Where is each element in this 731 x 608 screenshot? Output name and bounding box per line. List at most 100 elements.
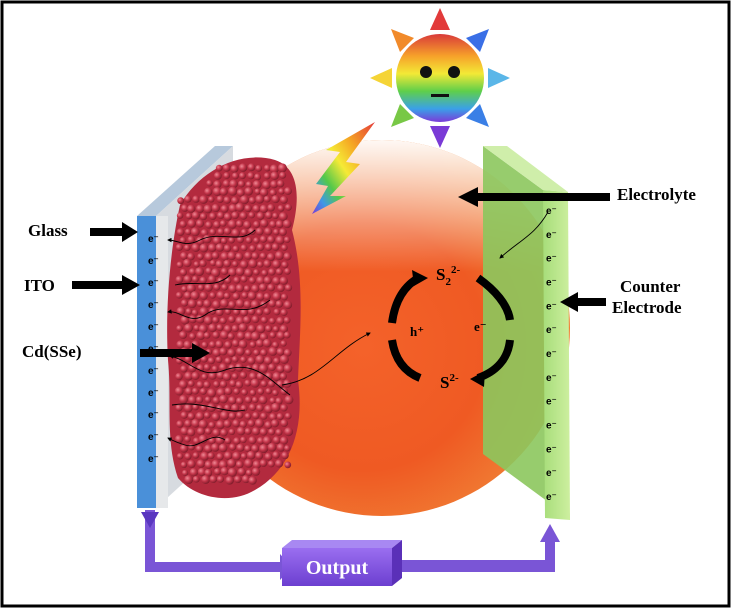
cdsse-bead [179, 330, 188, 340]
cdsse-bead [235, 252, 244, 261]
cdsse-bead [189, 468, 199, 477]
cdsse-bead [208, 323, 217, 333]
cdsse-bead [228, 284, 238, 293]
cdsse-bead [225, 475, 234, 485]
cdsse-bead [179, 268, 188, 276]
cdsse-bead [247, 419, 255, 427]
cdsse-bead [213, 171, 222, 180]
cdsse-bead [274, 250, 285, 261]
cdsse-bead [259, 443, 269, 454]
cdsse-bead [266, 252, 276, 262]
cdsse-bead [275, 220, 284, 229]
cdsse-bead [280, 404, 288, 412]
ito-electron: e⁻ [148, 432, 159, 443]
cdsse-bead [236, 188, 245, 197]
cdsse-bead [259, 188, 269, 197]
cdsse-bead [239, 172, 246, 180]
cdsse-bead [188, 267, 197, 276]
cdsse-bead [256, 372, 265, 381]
cdsse-bead [208, 340, 217, 349]
cdsse-bead [281, 244, 288, 251]
cdsse-bead [180, 426, 189, 436]
cdsse-bead [283, 300, 293, 310]
cdsse-bead [184, 195, 192, 203]
cdsse-bead [239, 211, 248, 220]
cdsse-bead [199, 291, 208, 300]
cdsse-bead [213, 467, 222, 476]
cdsse-bead [254, 188, 261, 195]
cdsse-bead [176, 212, 184, 219]
cdsse-bead [181, 285, 188, 293]
output-box: Output [282, 540, 402, 586]
cdsse-bead [220, 267, 229, 276]
cdsse-bead [191, 418, 201, 428]
cdsse-bead [196, 300, 204, 308]
cdsse-bead [232, 292, 240, 301]
ito-electron: e⁻ [148, 322, 159, 333]
counter-electron: e⁻ [546, 301, 557, 312]
cdsse-bead [207, 452, 215, 460]
cdsse-bead [196, 380, 204, 389]
cdsse-bead [263, 307, 271, 315]
cdsse-bead [238, 323, 248, 332]
cdsse-bead [280, 308, 288, 317]
cdsse-bead [236, 347, 245, 356]
cdsse-bead [203, 315, 213, 325]
cdsse-bead [209, 212, 217, 220]
cdsse-bead [213, 283, 221, 291]
cdsse-bead [272, 389, 279, 396]
cdsse-bead [212, 348, 221, 358]
cdsse-bead [222, 163, 231, 172]
cdsse-bead [211, 203, 220, 213]
cdsse-bead [247, 291, 257, 301]
cdsse-bead [211, 412, 220, 421]
ito-electron: e⁻ [148, 234, 159, 245]
cdsse-bead [196, 331, 206, 340]
cdsse-bead [275, 428, 283, 436]
cdsse-bead [204, 460, 213, 469]
cdsse-bead [195, 411, 205, 421]
cdsse-bead [231, 260, 239, 268]
cdsse-bead [280, 419, 289, 428]
cdsse-bead [235, 397, 244, 405]
cdsse-bead [255, 194, 265, 204]
cdsse-bead [232, 451, 242, 461]
cdsse-bead [223, 292, 231, 300]
cdsse-bead [175, 404, 183, 412]
right-electrons: e⁻e⁻e⁻e⁻e⁻e⁻e⁻e⁻e⁻e⁻e⁻e⁻e⁻ [546, 206, 557, 503]
cdsse-bead [227, 219, 237, 229]
cdsse-bead [237, 467, 246, 476]
counter-electrode [483, 146, 570, 520]
cycle-arc-left-bottom [388, 339, 422, 382]
cdsse-bead [199, 212, 208, 221]
cdsse-bead [260, 349, 268, 357]
cdsse-bead [183, 258, 192, 268]
cdsse-bead [205, 267, 213, 275]
cdsse-bead [187, 204, 196, 213]
cdsse-bead [187, 459, 196, 469]
cdsse-bead [216, 475, 225, 483]
cdsse-bead [176, 306, 186, 316]
cdsse-bead [215, 340, 224, 349]
cdsse-bead [253, 220, 261, 228]
cdsse-bead [257, 387, 265, 395]
cdsse-bead [272, 276, 281, 286]
cdsse-bead [279, 195, 288, 204]
cdsse-bead [207, 357, 215, 365]
cdsse-bead [231, 372, 239, 380]
cdsse-bead [265, 324, 273, 333]
cdsse-bead [264, 372, 273, 381]
counter-electron: e⁻ [546, 397, 557, 408]
cdsse-bead [174, 386, 184, 396]
cdsse-bead [222, 372, 232, 381]
cdsse-bead [230, 164, 239, 173]
cdsse-bead [223, 227, 232, 235]
cdsse-bead [264, 243, 273, 251]
cdsse-bead [251, 315, 260, 324]
cdsse-bead [191, 211, 200, 220]
cdsse-bead [220, 466, 229, 476]
species-s2-2minus: S22- [436, 264, 460, 288]
wire-right [402, 540, 555, 572]
cdsse-bead [262, 180, 271, 190]
